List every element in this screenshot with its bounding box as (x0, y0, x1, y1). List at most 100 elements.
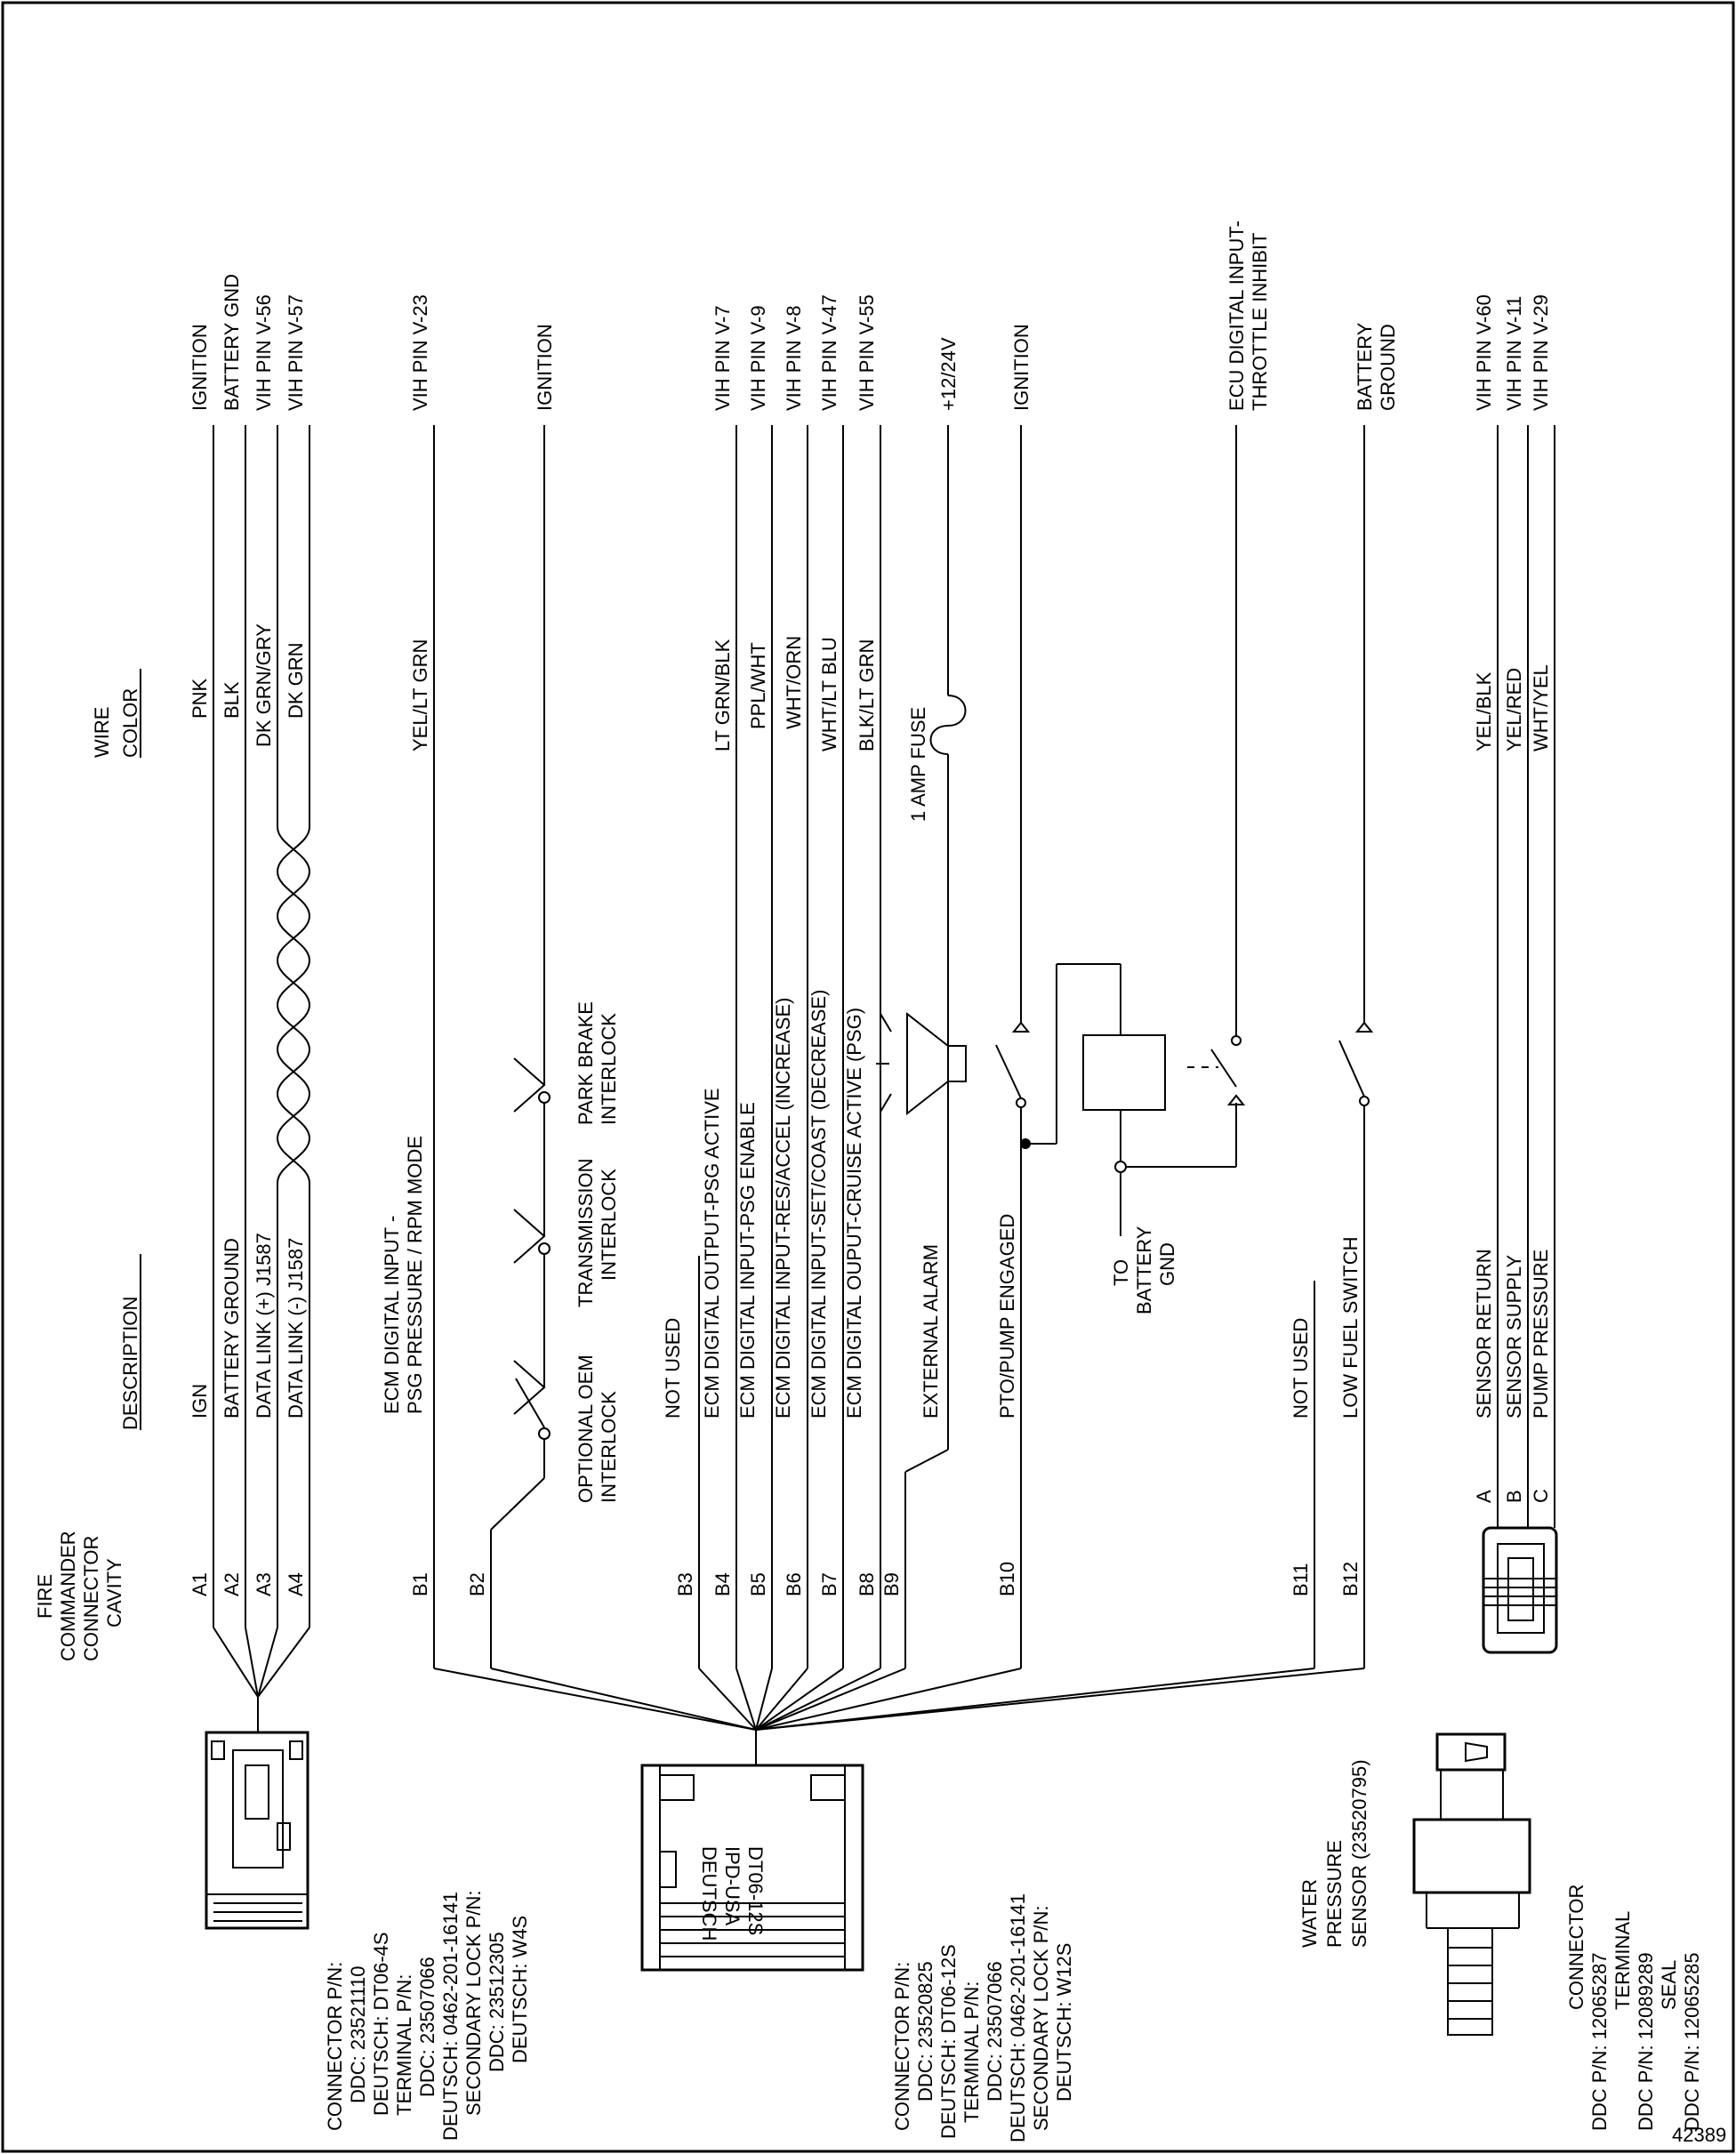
svg-text:B12: B12 (1339, 1562, 1362, 1596)
svg-text:DEUTSCH: DT06-12S: DEUTSCH: DT06-12S (937, 1944, 960, 2139)
low-fuel-switch (1338, 425, 1374, 1108)
svg-text:DATA LINK (-) J1587: DATA LINK (-) J1587 (285, 1238, 307, 1419)
svg-text:DEUTSCH: DEUTSCH (698, 1846, 720, 1941)
svg-text:CAVITY: CAVITY (103, 1558, 125, 1628)
header-wire-color: WIRE COLOR (91, 669, 141, 758)
sensor-destination-labels: VIH PIN V-60 VIH PIN V-11 VIH PIN V-29 (1473, 294, 1552, 411)
figure-number: 42389 (1672, 2124, 1726, 2146)
svg-text:VIH PIN V-56: VIH PIN V-56 (253, 294, 275, 411)
description-labels-a: IGN BATTERY GROUND DATA LINK (+) J1587 D… (189, 1233, 307, 1419)
svg-text:SECONDARY LOCK P/N:: SECONDARY LOCK P/N: (1030, 1906, 1052, 2131)
svg-text:INTERLOCK: INTERLOCK (598, 1391, 620, 1503)
svg-text:DT06-12S: DT06-12S (744, 1846, 767, 1935)
svg-text:PRESSURE: PRESSURE (1323, 1840, 1346, 1948)
svg-text:IGNITION: IGNITION (534, 324, 556, 411)
svg-text:A1: A1 (189, 1572, 211, 1596)
svg-text:VIH PIN V-55: VIH PIN V-55 (856, 294, 878, 411)
color-labels-b: YEL/LT GRN LT GRN/BLK PPL/WHT WHT/ORN WH… (409, 636, 878, 751)
svg-text:VIH PIN V-47: VIH PIN V-47 (818, 294, 840, 411)
svg-text:PARK BRAKE: PARK BRAKE (575, 1001, 597, 1125)
svg-text:ECM DIGITAL OUPUT-CRUISE ACTIV: ECM DIGITAL OUPUT-CRUISE ACTIVE (PSG) (843, 1008, 865, 1419)
connector-4s (205, 1731, 309, 1930)
svg-text:OPTIONAL OEM: OPTIONAL OEM (575, 1354, 597, 1503)
destination-labels-b: VIH PIN V-23 IGNITION VIH PIN V-7 VIH PI… (409, 294, 1399, 411)
svg-text:+12/24V: +12/24V (937, 337, 960, 411)
svg-text:SENSOR (23520795): SENSOR (23520795) (1348, 1759, 1370, 1948)
svg-text:BATTERY: BATTERY (1133, 1226, 1155, 1314)
svg-text:BATTERY GROUND: BATTERY GROUND (221, 1238, 243, 1419)
svg-text:TERMINAL P/N:: TERMINAL P/N: (393, 1974, 415, 2116)
svg-text:WIRE: WIRE (91, 707, 113, 758)
svg-text:SEAL: SEAL (1658, 1960, 1680, 2010)
ecu-inhibit-label: ECU DIGITAL INPUT- THROTTLE INHIBIT (1226, 221, 1271, 411)
svg-text:B1: B1 (409, 1572, 431, 1596)
header-description: DESCRIPTION (119, 1297, 141, 1430)
svg-text:IGNITION: IGNITION (1010, 324, 1033, 411)
connector-12s-label: CONNECTOR P/N: DDC: 23520825 DEUTSCH: DT… (891, 1893, 1075, 2142)
svg-text:CONNECTOR: CONNECTOR (80, 1536, 102, 1661)
svg-text:YEL/LT GRN: YEL/LT GRN (409, 639, 431, 751)
svg-text:IPD-USA: IPD-USA (721, 1846, 743, 1926)
svg-text:PSG PRESSURE / RPM MODE: PSG PRESSURE / RPM MODE (404, 1136, 426, 1414)
svg-text:CONNECTOR: CONNECTOR (1565, 1885, 1587, 2010)
svg-text:SENSOR RETURN: SENSOR RETURN (1473, 1249, 1495, 1419)
svg-text:DEUTSCH: W4S: DEUTSCH: W4S (509, 1916, 531, 2063)
svg-text:VIH PIN V-11: VIH PIN V-11 (1503, 296, 1525, 411)
svg-text:ECM DIGITAL INPUT-PSG ENABLE: ECM DIGITAL INPUT-PSG ENABLE (736, 1102, 759, 1419)
svg-text:DEUTSCH: W12S: DEUTSCH: W12S (1053, 1943, 1075, 2102)
cavity-labels-b: B1 B2 B3 B4 B5 B6 B7 B8 B9 B10 B11 B12 (409, 1562, 1362, 1596)
svg-text:B10: B10 (996, 1562, 1018, 1596)
svg-text:B9: B9 (880, 1572, 903, 1596)
svg-text:B6: B6 (783, 1572, 805, 1596)
svg-text:DDC: 23512305: DDC: 23512305 (486, 1932, 508, 2072)
to-battery-gnd-label: TO BATTERY GND (1110, 1226, 1178, 1314)
svg-text:DK GRN/GRY: DK GRN/GRY (253, 623, 275, 747)
svg-text:GROUND: GROUND (1377, 324, 1399, 411)
svg-text:SECONDARY LOCK P/N:: SECONDARY LOCK P/N: (462, 1891, 485, 2116)
svg-text:DDC: 23507066: DDC: 23507066 (984, 1961, 1006, 2102)
svg-text:WHT/YEL: WHT/YEL (1530, 664, 1552, 751)
svg-text:PTO/PUMP ENGAGED: PTO/PUMP ENGAGED (996, 1214, 1018, 1419)
svg-text:ECU DIGITAL INPUT-: ECU DIGITAL INPUT- (1226, 221, 1248, 411)
svg-text:B11: B11 (1290, 1563, 1312, 1596)
svg-text:VIH PIN V-8: VIH PIN V-8 (783, 305, 805, 411)
svg-text:NOT USED: NOT USED (1290, 1318, 1312, 1419)
wire-group-b (433, 425, 1365, 1765)
svg-text:ECM DIGITAL INPUT -: ECM DIGITAL INPUT - (381, 1216, 403, 1414)
header-cavity: FIRE COMMANDER CONNECTOR CAVITY (34, 1531, 125, 1661)
wire-group-a (213, 425, 311, 1732)
svg-text:PUMP PRESSURE: PUMP PRESSURE (1530, 1250, 1552, 1419)
svg-text:TO: TO (1110, 1259, 1132, 1286)
svg-text:TERMINAL: TERMINAL (1611, 1911, 1634, 2010)
svg-text:YEL/RED: YEL/RED (1503, 668, 1525, 751)
svg-text:B7: B7 (818, 1572, 840, 1596)
svg-text:C: C (1530, 1489, 1552, 1503)
svg-text:B8: B8 (856, 1572, 878, 1596)
svg-text:LOW FUEL SWITCH: LOW FUEL SWITCH (1339, 1236, 1362, 1419)
svg-text:COLOR: COLOR (119, 688, 141, 758)
connector-12s: DEUTSCH IPD-USA DT06-12S (640, 1764, 864, 1972)
svg-text:ECM DIGITAL INPUT-RES/ACCEL (I: ECM DIGITAL INPUT-RES/ACCEL (INCREASE) (772, 998, 794, 1419)
svg-text:A: A (1473, 1490, 1495, 1503)
svg-text:DDC P/N: 12089289: DDC P/N: 12089289 (1635, 1952, 1657, 2131)
sensor-connector (1482, 425, 1558, 1654)
svg-text:BATTERY: BATTERY (1354, 322, 1376, 411)
svg-text:NOT USED: NOT USED (662, 1318, 684, 1419)
svg-text:A2: A2 (221, 1572, 243, 1596)
sensor-color-labels: YEL/BLK YEL/RED WHT/YEL (1473, 664, 1552, 751)
svg-text:VIH PIN V-60: VIH PIN V-60 (1473, 294, 1495, 411)
svg-text:VIH PIN V-23: VIH PIN V-23 (409, 294, 431, 411)
fuse-label: 1 AMP FUSE (907, 707, 929, 822)
svg-text:A4: A4 (285, 1572, 307, 1596)
svg-text:LT GRN/BLK: LT GRN/BLK (711, 639, 734, 751)
svg-text:DEUTSCH: 0462-201-16141: DEUTSCH: 0462-201-16141 (439, 1892, 462, 2141)
svg-text:B4: B4 (711, 1572, 734, 1596)
sensor-pin-labels: A B C (1473, 1489, 1552, 1503)
svg-text:DDC: 23520825: DDC: 23520825 (914, 1961, 936, 2102)
svg-text:VIH PIN V-57: VIH PIN V-57 (285, 294, 307, 411)
svg-text:A3: A3 (253, 1572, 275, 1596)
svg-text:IGNITION: IGNITION (189, 324, 211, 411)
svg-text:GND: GND (1156, 1242, 1178, 1286)
svg-text:FIRE: FIRE (34, 1574, 56, 1619)
sensor-connector-label: CONNECTOR DDC P/N: 12065287 TERMINAL DDC… (1565, 1885, 1703, 2131)
